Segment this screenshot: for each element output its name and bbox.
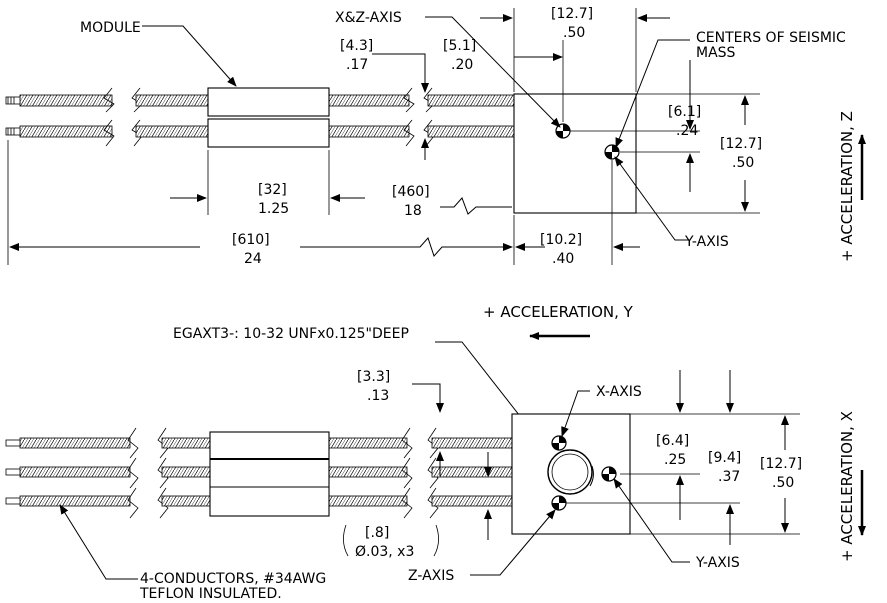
dim-12-7-bottom-in: .50 bbox=[772, 475, 794, 491]
dim-9-4-in: .37 bbox=[718, 469, 740, 485]
dim-9-4-mm: [9.4] bbox=[708, 450, 741, 466]
dim-6-4-mm: [6.4] bbox=[656, 433, 689, 449]
y-seismic-center-symbol bbox=[604, 144, 620, 160]
module-label: MODULE bbox=[80, 20, 141, 36]
dim-4-3-in: .17 bbox=[346, 57, 368, 73]
accel-z-label: + ACCELERATION, Z bbox=[838, 111, 856, 262]
thread-label: EGAXT3-: 10-32 UNFx0.125"DEEP bbox=[173, 326, 409, 342]
bottom-view: + ACCELERATION, Y EGAXT3-: 10-32 UNFx0.1… bbox=[5, 303, 866, 602]
dim-610-in: 24 bbox=[244, 251, 262, 267]
bottom-module bbox=[209, 431, 330, 517]
conductors-label-line1: 4-CONDUCTORS, #34AWG bbox=[140, 571, 326, 587]
dim-8-mm: [.8] bbox=[365, 525, 389, 541]
x-seismic-center-symbol bbox=[551, 435, 567, 451]
xz-seismic-center-symbol bbox=[555, 123, 571, 139]
mounting-thread-hole bbox=[547, 449, 593, 495]
dim-12-7-bottom-mm: [12.7] bbox=[760, 456, 802, 472]
dim-12-7-top-mm: [12.7] bbox=[551, 6, 593, 22]
top-view: MODULE X&Z-AXIS CENTERS OF SEISMIC MASS … bbox=[5, 6, 866, 267]
dim-460-mm: [460] bbox=[392, 184, 430, 200]
dim-3-3-in: .13 bbox=[367, 388, 389, 404]
top-y-axis-label: Y-AXIS bbox=[684, 234, 729, 250]
dim-3-3-mm: [3.3] bbox=[357, 369, 390, 385]
dim-8-in: Ø.03, x3 bbox=[355, 544, 414, 560]
dim-6-4-in: .25 bbox=[664, 452, 686, 468]
accel-x-label: + ACCELERATION, X bbox=[838, 411, 856, 562]
dim-460-in: 18 bbox=[404, 203, 422, 219]
dim-32-in: 1.25 bbox=[258, 201, 289, 217]
top-module-upper bbox=[207, 87, 330, 117]
dim-5-1-in: .20 bbox=[451, 57, 473, 73]
dim-10-2-in: .40 bbox=[552, 251, 574, 267]
dim-12-7-top-in: .50 bbox=[563, 25, 585, 41]
z-seismic-center-symbol bbox=[551, 495, 567, 511]
top-cables bbox=[5, 87, 515, 147]
dim-32-mm: [32] bbox=[258, 182, 287, 198]
centers-label-line2: MASS bbox=[696, 45, 736, 61]
bottom-y-seismic-center-symbol bbox=[601, 466, 617, 482]
dim-5-1-mm: [5.1] bbox=[443, 38, 476, 54]
conductors-label-line2: TEFLON INSULATED. bbox=[139, 586, 282, 602]
dim-12-7-right-in: .50 bbox=[732, 155, 754, 171]
dim-10-2-mm: [10.2] bbox=[540, 232, 582, 248]
dim-6-1-in: .24 bbox=[676, 123, 698, 139]
dim-610-mm: [610] bbox=[232, 232, 270, 248]
bottom-y-axis-label: Y-AXIS bbox=[695, 555, 740, 571]
top-module-lower bbox=[207, 118, 330, 148]
xz-axis-label: X&Z-AXIS bbox=[335, 10, 402, 26]
dim-4-3-mm: [4.3] bbox=[340, 38, 373, 54]
x-axis-label: X-AXIS bbox=[596, 384, 642, 400]
accel-y-label: + ACCELERATION, Y bbox=[483, 303, 634, 321]
z-axis-label: Z-AXIS bbox=[408, 568, 454, 584]
dim-6-1-mm: [6.1] bbox=[668, 104, 701, 120]
centers-label-line1: CENTERS OF SEISMIC bbox=[696, 30, 846, 46]
dim-12-7-right-mm: [12.7] bbox=[720, 136, 762, 152]
